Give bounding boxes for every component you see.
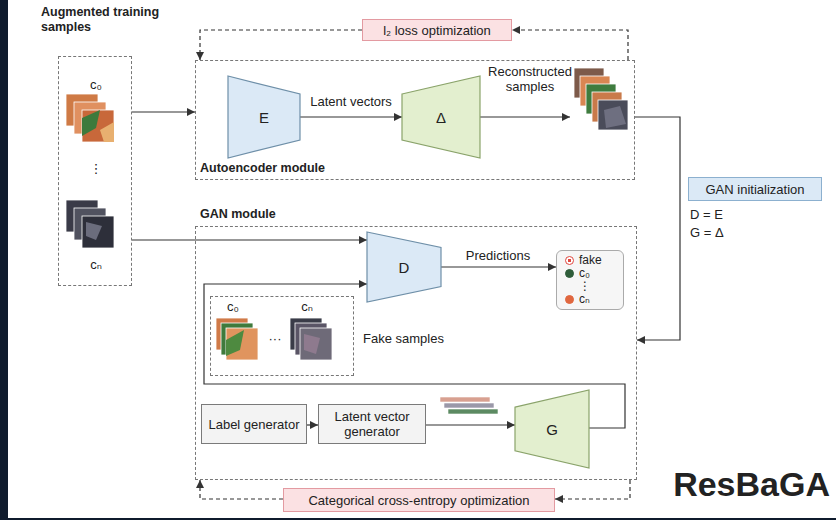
node-text: Label generator bbox=[208, 417, 299, 432]
method-name: ResBaGA bbox=[620, 464, 830, 504]
flow-arrow bbox=[300, 116, 402, 117]
sample-stack bbox=[66, 200, 114, 248]
module-region: GAN moduleDfakec₀⋮cₙc₀···cₙFake samplesL… bbox=[195, 226, 637, 480]
latent-strip bbox=[440, 397, 490, 402]
loss-box: l₂ loss optimization bbox=[362, 19, 512, 41]
figure-panel bbox=[8, 0, 836, 518]
flow-arrow bbox=[307, 424, 318, 425]
feedback-arrow bbox=[555, 480, 630, 499]
feedback-arrow bbox=[200, 30, 362, 60]
feedback-arrow bbox=[512, 30, 628, 60]
sample-patch bbox=[86, 222, 102, 240]
sample-patch bbox=[100, 122, 114, 142]
group-heading: Autoencoder module bbox=[200, 161, 420, 176]
sample-image bbox=[82, 110, 114, 142]
flow-arrow bbox=[635, 117, 680, 340]
class-dot bbox=[565, 295, 574, 304]
encoder-block: E bbox=[228, 76, 300, 158]
block-shape bbox=[515, 390, 589, 468]
sample-patch bbox=[304, 334, 320, 354]
input-group: Augmented training samplesc₀⋮cₙ bbox=[58, 56, 132, 286]
block-shape bbox=[367, 232, 441, 302]
sample-patch bbox=[604, 106, 626, 128]
init-note: D = E bbox=[690, 207, 790, 222]
edge-label: Latent vectors bbox=[307, 94, 395, 109]
reconstructed-stack bbox=[574, 68, 628, 130]
output-arrow bbox=[480, 116, 570, 117]
node-text: ⋮ bbox=[59, 161, 133, 176]
block-shape bbox=[402, 76, 480, 158]
flow-arrow bbox=[441, 266, 556, 267]
node-text: Latent vector generator bbox=[319, 409, 425, 439]
prediction-box: fakec₀⋮cₙ bbox=[556, 250, 624, 310]
group-heading: GAN module bbox=[200, 207, 420, 222]
edge-label: Predictions bbox=[463, 248, 533, 263]
loss-box: Categorical cross-entropy optimization bbox=[283, 488, 555, 512]
block-shape bbox=[228, 76, 300, 158]
latent-strip bbox=[444, 403, 494, 408]
init-note: G = Δ bbox=[690, 225, 790, 240]
process-box: Label generator bbox=[201, 404, 307, 444]
latent-vectors bbox=[440, 397, 498, 414]
discriminator-block: D bbox=[367, 232, 441, 302]
flow-arrow bbox=[132, 239, 367, 240]
node-text: GAN initialization bbox=[706, 182, 805, 197]
group-heading: Augmented training samples bbox=[41, 5, 161, 35]
node-text: cₙ bbox=[579, 293, 590, 306]
fake-stack bbox=[290, 318, 332, 360]
process-box: Latent vector generator bbox=[318, 404, 426, 444]
node-text: l₂ loss optimization bbox=[383, 23, 491, 38]
node-text: Δ bbox=[436, 110, 446, 125]
node-text: ··· bbox=[263, 331, 287, 346]
node-text: G bbox=[546, 422, 558, 437]
node-text: c₀ bbox=[579, 267, 590, 280]
decoder-block: Δ bbox=[402, 76, 480, 158]
node-text: Fake samples bbox=[363, 331, 473, 346]
class-dot bbox=[565, 269, 574, 278]
feedback-arrow bbox=[200, 480, 283, 499]
flow-arrow bbox=[426, 424, 515, 425]
node-text: E bbox=[259, 110, 269, 125]
node-text: c₀ bbox=[221, 299, 245, 314]
sample-patch bbox=[226, 330, 244, 356]
node-text: D bbox=[399, 260, 410, 275]
fake-stack bbox=[216, 318, 258, 360]
init-box: GAN initialization bbox=[688, 177, 822, 201]
latent-strip bbox=[448, 409, 498, 414]
sample-image bbox=[226, 328, 258, 360]
output-label: Reconstructed samples bbox=[475, 64, 585, 94]
sample-stack bbox=[66, 94, 114, 142]
class-dot bbox=[565, 256, 574, 265]
node-text: fake bbox=[579, 254, 602, 267]
sample-patch bbox=[82, 110, 100, 136]
sample-image bbox=[82, 216, 114, 248]
generator-block: G bbox=[515, 390, 589, 468]
sample-image bbox=[300, 328, 332, 360]
fake-sample-group: c₀···cₙFake samples bbox=[210, 296, 354, 376]
node-text: Categorical cross-entropy optimization bbox=[308, 493, 529, 508]
node-text: cₙ bbox=[59, 257, 133, 272]
node-text: c₀ bbox=[59, 77, 133, 92]
flow-arrow bbox=[132, 111, 195, 112]
node-text: ⋮ bbox=[579, 280, 591, 293]
node-text: cₙ bbox=[295, 299, 319, 314]
sample-image bbox=[598, 100, 628, 130]
